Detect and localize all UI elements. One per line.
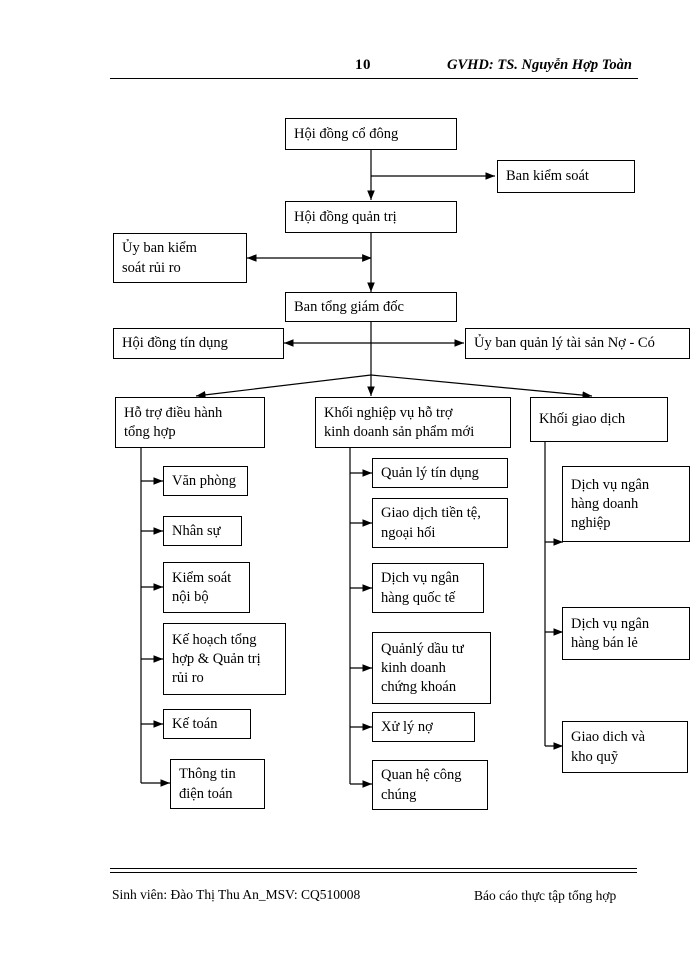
node-label: Quản lý tín dụng bbox=[381, 464, 479, 481]
node-securities-investment[interactable]: Quảnlý dầu tư kinh doanh chứng khoán bbox=[372, 632, 491, 704]
node-label-line-2: kho quỹ bbox=[571, 748, 619, 765]
node-division-support[interactable]: Hỗ trợ điều hành tổng hợp bbox=[115, 397, 265, 448]
footer-divider-bottom bbox=[110, 871, 637, 873]
node-debt-settlement[interactable]: Xử lý nợ bbox=[372, 712, 475, 742]
node-money-market-forex[interactable]: Giao dịch tiền tệ, ngoại hối bbox=[372, 498, 508, 548]
node-label: Xử lý nợ bbox=[381, 718, 433, 735]
node-label-line-1: Hỗ trợ điều hành bbox=[124, 404, 223, 421]
node-public-relations[interactable]: Quan hệ công chúng bbox=[372, 760, 488, 810]
footer-student-info: Sinh viên: Đào Thị Thu An_MSV: CQ510008 bbox=[112, 887, 361, 902]
node-label-line-1: Dịch vụ ngân bbox=[381, 570, 460, 587]
page-number: 10 bbox=[355, 57, 371, 73]
node-label-line-2: tổng hợp bbox=[124, 424, 176, 440]
footer-divider-top bbox=[110, 868, 637, 869]
node-label-line-1: Quảnlý dầu tư bbox=[381, 640, 464, 657]
node-accounting[interactable]: Kế toán bbox=[163, 709, 251, 739]
node-label-line-2: kinh doanh sản phẩm mới bbox=[324, 424, 475, 440]
page-footer: Sinh viên: Đào Thị Thu An_MSV: CQ510008 … bbox=[0, 868, 700, 928]
node-label: Kế toán bbox=[172, 715, 218, 732]
node-risk-control-committee[interactable]: Ủy ban kiểm soát rủi ro bbox=[113, 233, 247, 283]
node-label: Ủy ban quản lý tài sản Nợ - Có bbox=[474, 335, 655, 352]
node-division-business-support[interactable]: Khối nghiệp vụ hỗ trợ kinh doanh sản phẩ… bbox=[315, 397, 511, 448]
node-credit-council[interactable]: Hội đồng tín dụng bbox=[113, 328, 284, 359]
node-label: Hội đồng tín dụng bbox=[122, 335, 228, 352]
node-human-resources[interactable]: Nhân sự bbox=[163, 516, 242, 546]
node-supervisory-board[interactable]: Ban kiểm soát bbox=[497, 160, 635, 193]
node-label-line-2: kinh doanh bbox=[381, 659, 446, 676]
node-label: Hội đồng quản trị bbox=[294, 208, 397, 225]
node-division-transaction[interactable]: Khối giao dịch bbox=[530, 397, 668, 442]
node-label: Ban tổng giám đốc bbox=[294, 298, 404, 315]
node-alco-committee[interactable]: Ủy ban quản lý tài sản Nợ - Có bbox=[465, 328, 690, 359]
node-label-line-3: rủi ro bbox=[172, 670, 204, 687]
node-label-line-1: Kiểm soát bbox=[172, 569, 232, 586]
node-label-line-1: Giao dịch tiền tệ, bbox=[381, 505, 481, 522]
node-label-line-3: chứng khoán bbox=[381, 679, 457, 696]
node-label-line-3: nghiệp bbox=[571, 515, 611, 532]
node-label-line-2: hợp & Quản trị bbox=[172, 650, 261, 667]
node-international-banking-services[interactable]: Dịch vụ ngân hàng quốc tế bbox=[372, 563, 484, 613]
node-label-line-1: Khối nghiệp vụ hỗ trợ bbox=[324, 404, 453, 421]
node-label-line-2: hàng doanh bbox=[571, 495, 639, 512]
node-corporate-banking-services[interactable]: Dịch vụ ngân hàng doanh nghiệp bbox=[562, 466, 690, 542]
node-treasury-transactions[interactable]: Giao dich và kho quỹ bbox=[562, 721, 688, 773]
node-label: Khối giao dịch bbox=[539, 411, 626, 428]
node-label-line-1: Ủy ban kiểm bbox=[122, 240, 197, 257]
header-divider bbox=[110, 78, 638, 79]
node-label-line-2: hàng bán lẻ bbox=[571, 635, 638, 651]
node-label: Nhân sự bbox=[172, 522, 221, 539]
node-label: Ban kiểm soát bbox=[506, 168, 589, 185]
node-label-line-2: soát rủi ro bbox=[122, 259, 181, 276]
node-label-line-1: Giao dich và bbox=[571, 729, 646, 746]
node-label-line-2: chúng bbox=[381, 786, 417, 803]
node-label-line-2: nội bộ bbox=[172, 589, 209, 605]
node-label-line-2: điện toán bbox=[179, 785, 233, 802]
node-planning-risk-management[interactable]: Kế hoạch tổng hợp & Quản trị rủi ro bbox=[163, 623, 286, 695]
node-label-line-1: Kế hoạch tổng bbox=[172, 631, 257, 648]
node-label-line-1: Dịch vụ ngân bbox=[571, 615, 650, 632]
node-office[interactable]: Văn phòng bbox=[163, 466, 248, 496]
footer-report-title: Báo cáo thực tập tổng hợp bbox=[474, 888, 617, 903]
page-header: 10 GVHD: TS. Nguyễn Hợp Toàn bbox=[0, 0, 700, 90]
node-label: Hội đồng cổ đông bbox=[294, 125, 399, 142]
node-retail-banking-services[interactable]: Dịch vụ ngân hàng bán lẻ bbox=[562, 607, 690, 660]
node-label-line-2: ngoại hối bbox=[381, 524, 436, 541]
node-executive-board[interactable]: Ban tổng giám đốc bbox=[285, 292, 457, 322]
node-credit-management[interactable]: Quản lý tín dụng bbox=[372, 458, 508, 488]
node-label-line-1: Dịch vụ ngân bbox=[571, 476, 650, 493]
node-board-of-directors[interactable]: Hội đồng quản trị bbox=[285, 201, 457, 233]
node-shareholders-meeting[interactable]: Hội đồng cổ đông bbox=[285, 118, 457, 150]
node-label-line-1: Thông tin bbox=[179, 766, 236, 783]
advisor-label: GVHD: TS. Nguyễn Hợp Toàn bbox=[447, 57, 632, 73]
node-internal-control[interactable]: Kiểm soát nội bộ bbox=[163, 562, 250, 613]
node-label-line-1: Quan hệ công bbox=[381, 767, 462, 784]
node-it-information[interactable]: Thông tin điện toán bbox=[170, 759, 265, 809]
node-label-line-2: hàng quốc tế bbox=[381, 589, 456, 606]
node-label: Văn phòng bbox=[172, 472, 237, 489]
